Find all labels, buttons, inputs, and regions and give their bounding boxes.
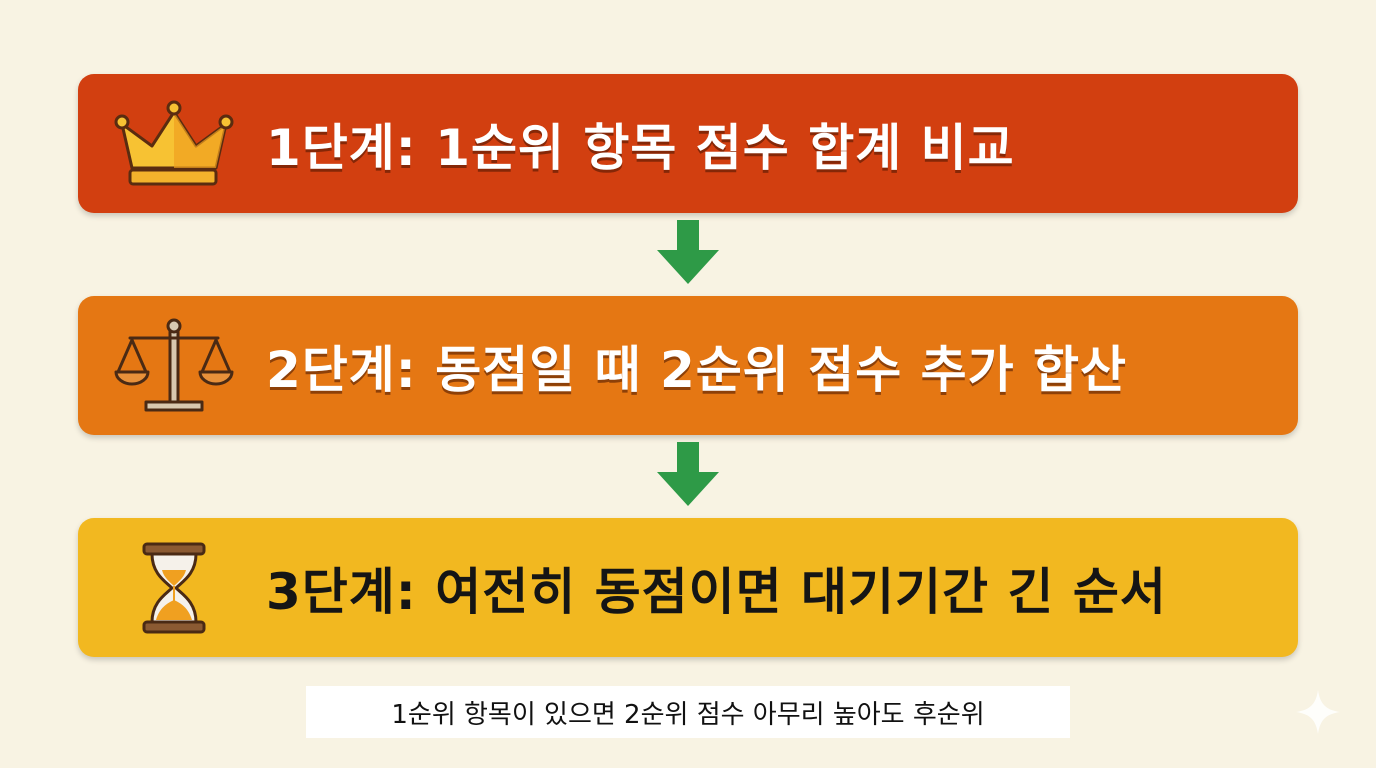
down-arrow-icon	[657, 220, 719, 284]
step-2-box: 2단계: 동점일 때 2순위 점수 추가 합산	[78, 296, 1298, 435]
step-1-box: 1단계: 1순위 항목 점수 합계 비교	[78, 74, 1298, 213]
crown-icon	[114, 100, 234, 186]
down-arrow-icon	[657, 442, 719, 506]
footnote: 1순위 항목이 있으면 2순위 점수 아무리 높아도 후순위	[306, 686, 1070, 738]
step-3-label: 3단계: 여전히 동점이면 대기기간 긴 순서	[266, 562, 1167, 621]
hourglass-icon	[142, 542, 206, 634]
sparkle-icon	[1296, 690, 1340, 734]
step-2-label: 2단계: 동점일 때 2순위 점수 추가 합산	[266, 340, 1128, 399]
step-1-label: 1단계: 1순위 항목 점수 합계 비교	[266, 118, 1015, 177]
scale-icon	[114, 318, 234, 412]
step-3-box: 3단계: 여전히 동점이면 대기기간 긴 순서	[78, 518, 1298, 657]
